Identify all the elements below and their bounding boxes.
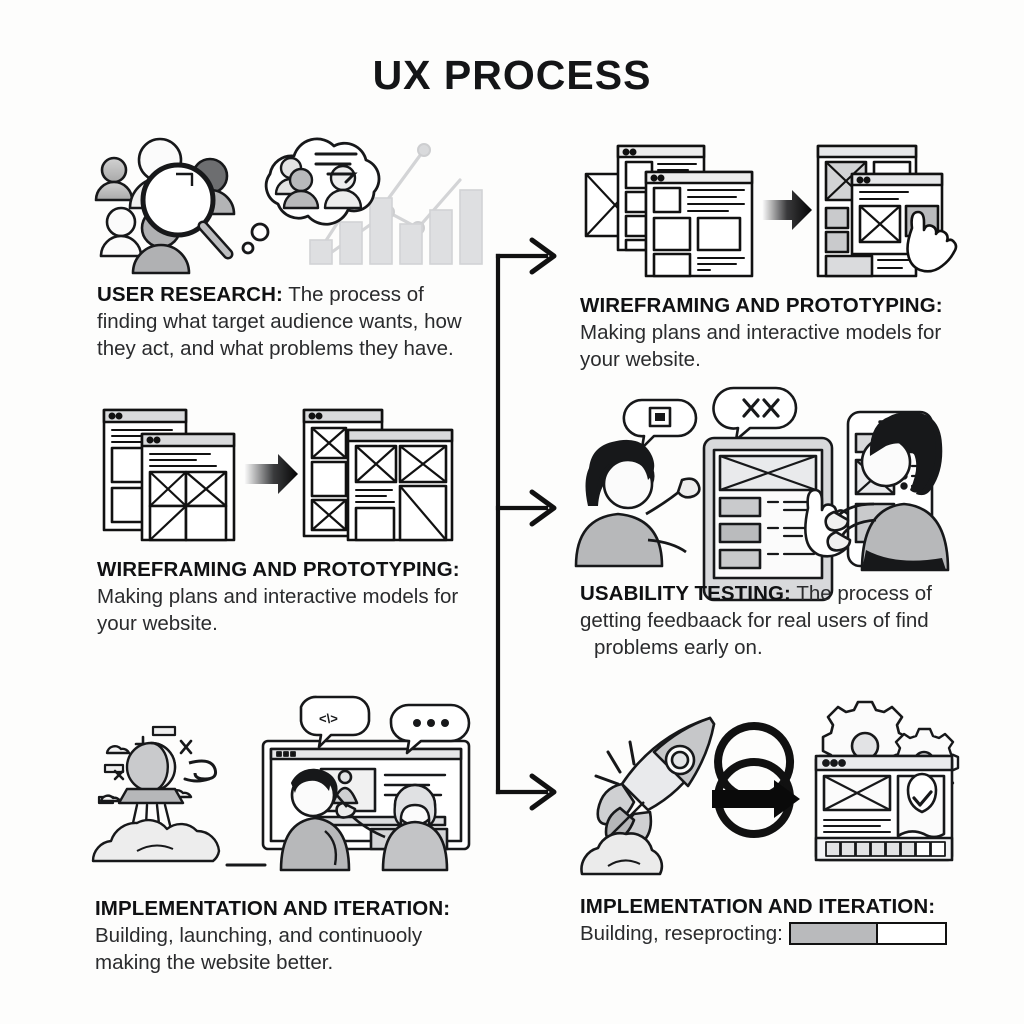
svg-text:<\>: <\> xyxy=(319,711,338,726)
person-testing-tablet-icon xyxy=(574,439,701,568)
step-body: Building, reseprocting: xyxy=(580,922,783,945)
chat-bubble-icon xyxy=(389,703,471,755)
wireframing-right-illustration xyxy=(578,132,958,280)
step-body-line2: problems early on. xyxy=(594,636,763,659)
wireframing-left-illustration xyxy=(92,402,464,542)
code-bubble-icon xyxy=(299,695,371,749)
prototype-window-icon xyxy=(346,428,454,542)
build-progress-bar xyxy=(788,922,947,946)
step-body: The process of finding what target audie… xyxy=(97,283,462,360)
chat-lines-icon xyxy=(314,152,358,184)
rocket-launch-icon xyxy=(91,725,221,863)
result-window-icon xyxy=(814,754,954,862)
step-text-implementation-right: IMPLEMENTATION AND ITERATION: Building, … xyxy=(580,893,970,947)
page-title: UX PROCESS xyxy=(372,52,652,98)
step-body: Building, launching, and continuooly mak… xyxy=(95,924,423,974)
step-text-wireframing-left: WIREFRAMING AND PROTOTYPING: Making plan… xyxy=(97,556,467,637)
step-heading: IMPLEMENTATION AND ITERATION: xyxy=(95,897,451,920)
usability-testing-illustration xyxy=(562,386,954,602)
tablet-device-icon xyxy=(702,436,834,602)
step-heading: WIREFRAMING AND PROTOTYPING: xyxy=(580,294,943,317)
clickable-prototype-icon xyxy=(816,144,944,278)
user-research-illustration xyxy=(88,128,483,275)
arrow-right-icon xyxy=(762,190,812,230)
arrow-right-icon xyxy=(244,454,298,494)
process-flow-connector xyxy=(470,230,580,820)
step-heading: USABILITY TESTING: xyxy=(580,582,791,605)
step-heading: IMPLEMENTATION AND ITERATION: xyxy=(580,895,936,918)
step-body: Making plans and interactive models for … xyxy=(97,585,459,635)
step-body-line1: The process of getting feedbaack for rea… xyxy=(580,582,932,632)
step-text-wireframing-right: WIREFRAMING AND PROTOTYPING: Making plan… xyxy=(580,292,952,373)
step-heading: WIREFRAMING AND PROTOTYPING: xyxy=(97,558,460,581)
stacked-wireframes-icon xyxy=(584,144,754,278)
rocket-launch-icon xyxy=(580,716,716,876)
iteration-cycle-icon xyxy=(712,722,800,838)
team-collaboration-icon xyxy=(261,739,471,872)
hand-cursor-icon xyxy=(906,210,958,273)
person-testing-phone-icon xyxy=(824,400,960,572)
implementation-left-illustration: <\> xyxy=(85,695,475,872)
bar-chart-icon xyxy=(309,189,483,265)
step-text-usability-testing: USABILITY TESTING: The process of gettin… xyxy=(580,580,950,661)
step-text-implementation-left: IMPLEMENTATION AND ITERATION: Building, … xyxy=(95,895,475,976)
build-progress-fill xyxy=(790,924,878,944)
magnifier-icon xyxy=(140,162,234,260)
step-heading: USER RESEARCH: xyxy=(97,283,283,306)
step-body: Making plans and interactive models for … xyxy=(580,321,942,371)
wireframe-window-icon xyxy=(140,432,236,542)
implementation-right-illustration xyxy=(578,700,960,876)
step-text-user-research: USER RESEARCH: The process of finding wh… xyxy=(97,281,475,362)
